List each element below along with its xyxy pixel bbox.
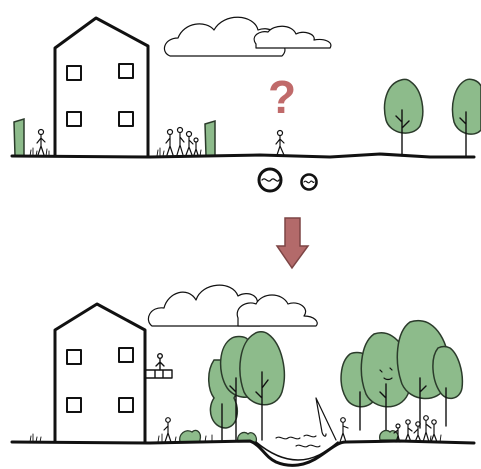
question-mark: ? [268, 74, 296, 120]
down-arrow [277, 218, 308, 268]
top-house [55, 18, 148, 156]
bottom-house [55, 304, 145, 442]
top-bin-left [14, 119, 24, 156]
balcony [145, 354, 172, 378]
top-ground-line [12, 154, 474, 157]
bottom-trees-left [209, 332, 285, 442]
fishing-rod [316, 398, 336, 440]
top-scene [12, 17, 481, 191]
underground-pipes [259, 169, 317, 191]
top-tree-1 [385, 79, 423, 156]
bottom-scene [12, 285, 474, 465]
top-clouds [164, 17, 330, 56]
bottom-trees-right [341, 321, 462, 432]
top-tree-2 [453, 79, 481, 156]
top-person-left [37, 130, 45, 156]
bottom-ground-line [12, 441, 474, 465]
top-person-center [276, 131, 284, 156]
top-people-group [166, 128, 198, 156]
bottom-clouds [148, 285, 317, 326]
water-ripples [276, 435, 320, 447]
top-bin-right [205, 121, 215, 156]
